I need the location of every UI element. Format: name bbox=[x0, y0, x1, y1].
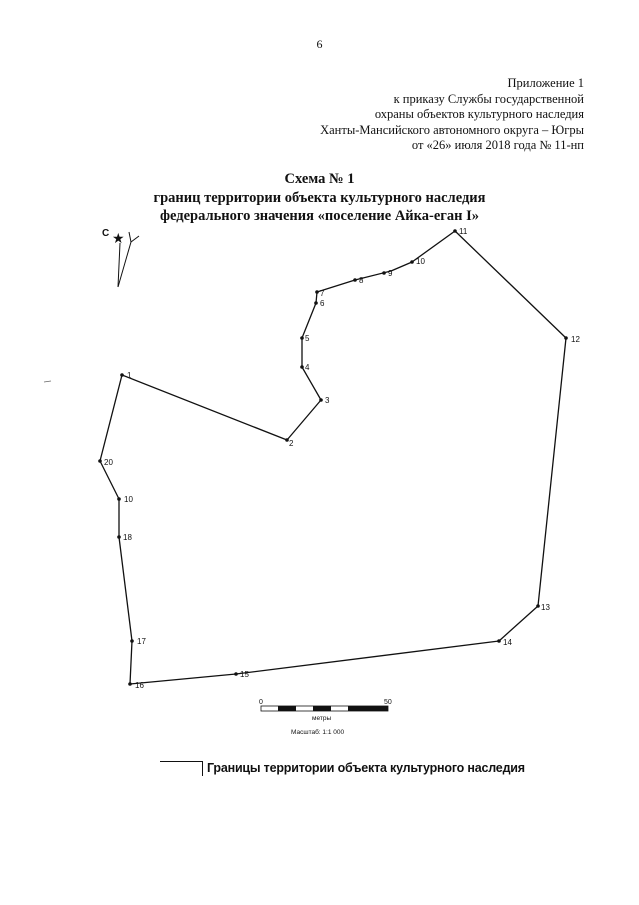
boundary-point: 20 bbox=[98, 458, 113, 467]
title-line: границ территории объекта культурного на… bbox=[153, 189, 486, 206]
scale-start-label: 0 bbox=[259, 699, 263, 706]
boundary-point: 11 bbox=[453, 227, 468, 236]
north-arrow-line bbox=[130, 235, 140, 243]
boundary-point: 3 bbox=[319, 396, 330, 405]
boundary-point: 8 bbox=[353, 276, 364, 285]
scale-end-label: 50 bbox=[384, 699, 392, 706]
point-label: 12 bbox=[571, 335, 580, 344]
boundary-point: 7 bbox=[315, 289, 325, 298]
point-label: 17 bbox=[137, 637, 146, 646]
appendix-line: Приложение 1 bbox=[507, 76, 584, 90]
scale-unit-label: метры bbox=[312, 715, 331, 722]
boundary-point: 1 bbox=[120, 371, 132, 380]
boundary-points: 1 2 3 4 5 6 7 8 9 10 11 12 13 14 15 16 1… bbox=[98, 227, 580, 690]
point-label: 11 bbox=[459, 227, 468, 236]
north-arrow: С ★ bbox=[102, 228, 140, 288]
north-arrow-line bbox=[117, 242, 121, 288]
scheme-title: Схема № 1 границ территории объекта куль… bbox=[0, 170, 639, 226]
stray-mark bbox=[43, 380, 52, 383]
scale-ratio-text: Масштаб: 1:1 000 bbox=[291, 728, 344, 736]
legend-line-sample bbox=[160, 761, 203, 776]
point-label: 10 bbox=[416, 257, 425, 266]
point-label: 9 bbox=[388, 269, 393, 278]
boundary-point: 18 bbox=[117, 533, 132, 542]
appendix-line: охраны объектов культурного наследия bbox=[374, 107, 584, 121]
scale-bar-segment bbox=[313, 706, 331, 711]
boundary-point: 2 bbox=[285, 438, 294, 448]
boundary-point: 13 bbox=[536, 603, 550, 612]
boundary-point: 10 bbox=[117, 495, 133, 504]
appendix-line: к приказу Службы государственной bbox=[393, 91, 584, 106]
boundary-point: 6 bbox=[314, 299, 325, 308]
title-line: Схема № 1 bbox=[284, 171, 355, 187]
point-label: 10 bbox=[124, 495, 133, 504]
legend-label: Границы территории объекта культурного н… bbox=[207, 761, 525, 775]
appendix-header: Приложение 1 к приказу Службы государств… bbox=[320, 76, 584, 154]
boundary-polygon bbox=[99, 230, 567, 685]
north-arrow-line bbox=[128, 231, 132, 243]
north-arrow-line bbox=[117, 241, 132, 288]
title-line: федерального значения «поселение Айка-ег… bbox=[159, 208, 480, 224]
point-label: 20 bbox=[104, 458, 113, 467]
page-number: 6 bbox=[316, 37, 323, 51]
appendix-line: от «26» июля 2018 года № 11-нп bbox=[411, 138, 584, 152]
point-label: 3 bbox=[325, 396, 330, 405]
scale-bar-segment bbox=[348, 706, 388, 711]
point-label: 18 bbox=[123, 533, 132, 542]
boundary-point: 4 bbox=[300, 363, 310, 372]
boundary-point: 12 bbox=[564, 335, 580, 344]
boundary-point: 14 bbox=[497, 638, 512, 647]
boundary-point: 5 bbox=[300, 334, 310, 343]
north-label: С bbox=[102, 228, 109, 239]
point-label: 6 bbox=[320, 299, 325, 308]
boundary-point: 17 bbox=[130, 637, 146, 646]
point-label: 5 bbox=[305, 334, 310, 343]
north-star-icon: ★ bbox=[112, 232, 125, 247]
boundary-point: 9 bbox=[382, 269, 393, 278]
point-label: 15 bbox=[240, 670, 249, 679]
scale-bar: 0 50 метры Масштаб: 1:1 000 bbox=[259, 699, 392, 736]
appendix-line: Ханты-Мансийского автономного округа – Ю… bbox=[320, 122, 584, 137]
point-label: 16 bbox=[135, 681, 144, 690]
point-label: 2 bbox=[289, 439, 294, 448]
point-label: 13 bbox=[541, 603, 550, 612]
point-label: 8 bbox=[359, 276, 364, 285]
boundary-point: 15 bbox=[234, 670, 249, 679]
boundary-point: 16 bbox=[128, 681, 144, 690]
point-label: 4 bbox=[305, 363, 310, 372]
point-label: 14 bbox=[503, 638, 512, 647]
scale-bar-segment bbox=[278, 706, 296, 711]
point-label: 1 bbox=[127, 371, 132, 380]
boundary-point: 10 bbox=[410, 257, 425, 266]
point-label: 7 bbox=[320, 289, 325, 298]
